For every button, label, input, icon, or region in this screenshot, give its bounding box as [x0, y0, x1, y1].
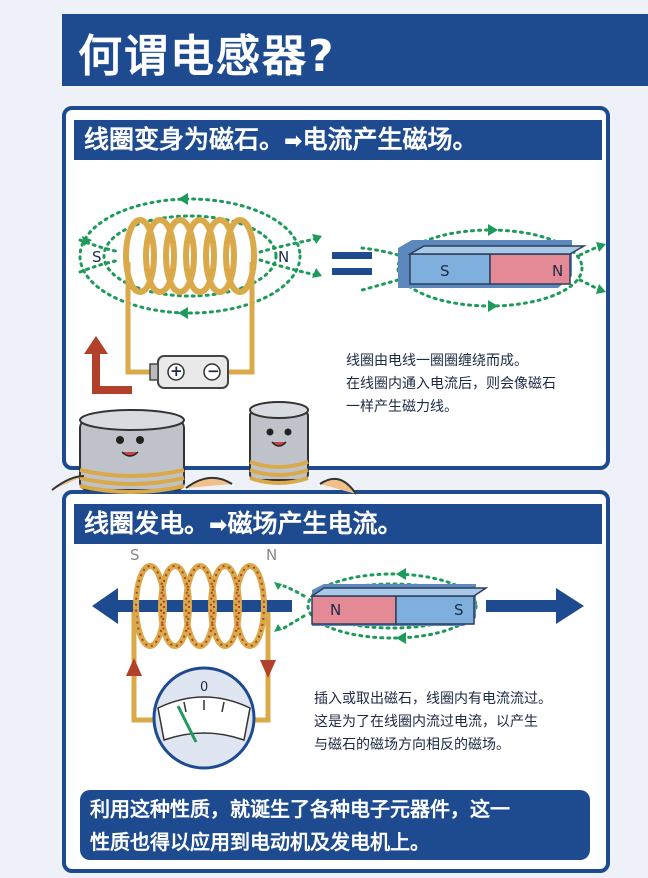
- battery: [149, 355, 229, 389]
- bar-magnet-1: [398, 240, 587, 288]
- character-coils: [51, 401, 357, 495]
- current-direction-arrow: [84, 336, 132, 394]
- galvanometer: [152, 666, 256, 770]
- section1-heading-a: 线圈变身为磁石。: [84, 125, 285, 154]
- coil2-pole-s: S: [130, 546, 140, 564]
- section1-heading: 线圈变身为磁石。➡电流产生磁场。: [74, 120, 602, 160]
- section2-heading-a: 线圈发电。: [84, 509, 210, 538]
- section1-note-line: 一样产生磁力线。: [346, 399, 458, 415]
- section2-note-line: 这是为了在线圈内流过电流，以产生: [314, 714, 538, 730]
- coil2-pole-n: N: [266, 546, 278, 564]
- summary-box: 利用这种性质，就诞生了各种电子元器件，这一 性质也得以应用到电动机及发电机上。: [80, 790, 590, 860]
- section2-note: 插入或取出磁石，线圈内有电流流过。 这是为了在线圈内流过电流，以产生 与磁石的磁…: [314, 688, 552, 757]
- equals-icon: [332, 252, 372, 275]
- battery-minus-label: −: [207, 362, 220, 380]
- magnet1-pole-s: S: [440, 262, 450, 280]
- circuit-wire-1: [125, 262, 255, 375]
- coil2: [133, 563, 267, 649]
- page-title: 何谓电感器?: [78, 31, 336, 82]
- summary-line: 性质也得以应用到电动机及发电机上。: [90, 830, 430, 854]
- section2-heading: 线圈发电。➡磁场产生电流。: [74, 504, 602, 544]
- magnet1-pole-n: N: [552, 262, 564, 280]
- title-bar: 何谓电感器?: [62, 14, 648, 86]
- summary-line: 利用这种性质，就诞生了各种电子元器件，这一: [90, 797, 510, 821]
- bar-magnet-2: [309, 584, 489, 626]
- induced-current-arrows: [126, 658, 276, 678]
- meter-zero-label: 0: [200, 680, 209, 695]
- right-arrow-icon: ➡: [209, 513, 228, 538]
- section1-heading-b: 电流产生磁场。: [302, 125, 478, 154]
- field-arrows-magnet2: [274, 568, 406, 644]
- section2-note-line: 插入或取出磁石，线圈内有电流流过。: [314, 691, 552, 707]
- coil1-pole-s: S: [92, 248, 102, 266]
- long-arrow: [92, 588, 584, 624]
- section1-note-line: 在线圈内通入电流后，则会像磁石: [346, 376, 556, 392]
- coil1: [123, 217, 257, 295]
- magnet2-pole-s: S: [454, 601, 464, 619]
- field-arrows-coil1: [82, 193, 322, 319]
- field-arrows-magnet1: [488, 224, 606, 312]
- section2-heading-b: 磁场产生电流。: [227, 509, 403, 538]
- section1-note-line: 线圈由电线一圈圈缠绕而成。: [346, 353, 528, 369]
- battery-plus-label: +: [170, 362, 183, 380]
- section2-note-line: 与磁石的磁场方向相反的磁场。: [314, 737, 510, 753]
- coil1-pole-n: N: [278, 248, 290, 266]
- magnet2-pole-n: N: [330, 601, 342, 619]
- section1-note: 线圈由电线一圈圈缠绕而成。 在线圈内通入电流后，则会像磁石 一样产生磁力线。: [346, 350, 556, 419]
- right-arrow-icon: ➡: [284, 129, 303, 154]
